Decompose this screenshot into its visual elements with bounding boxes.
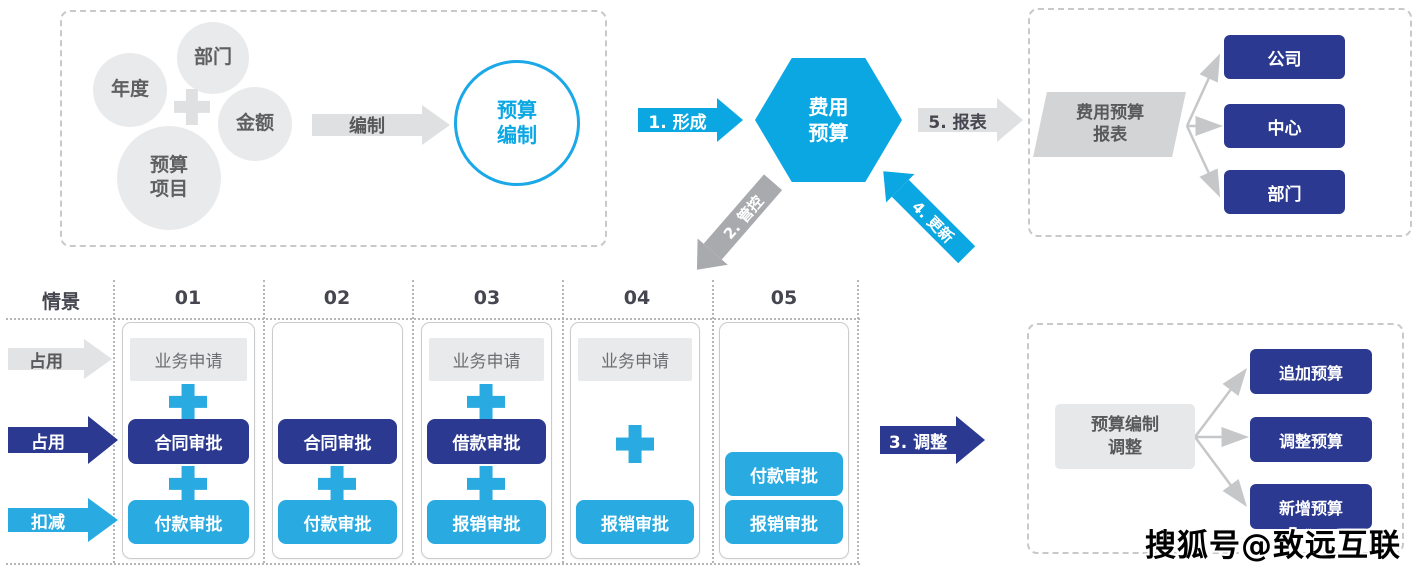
adjust-connector-lines: [1193, 368, 1249, 508]
scenario-card-03: 业务申请 借款审批 报销审批: [421, 322, 552, 559]
report-section-box: 费用预算 报表 公司 中心 部门: [1028, 8, 1412, 237]
report-connector-lines: [1185, 53, 1223, 198]
step-business-request: 业务申请: [578, 338, 692, 381]
step-payment-approval: 付款审批: [278, 500, 397, 544]
scenario-col-header-02: 02: [323, 287, 351, 309]
arrow-head: [422, 105, 450, 145]
row-arrow-label: 占用: [8, 348, 84, 372]
arrow-step1-label: 1. 形成: [638, 108, 717, 133]
arrow-step2-label: 2. 管控: [703, 174, 783, 260]
scenario-card-02: 合同审批 付款审批: [272, 322, 403, 559]
step-payment-approval: 付款审批: [725, 452, 843, 496]
arrow-head: [88, 416, 118, 464]
step-reimburse-approval: 报销审批: [576, 500, 694, 544]
adjust-section-box: 预算编制 调整 追加预算 调整预算 新增预算: [1027, 323, 1404, 554]
scenario-card-05: 付款审批 报销审批: [719, 322, 849, 559]
arrow-step3-label: 3. 调整: [880, 426, 956, 454]
adjust-target-append-budget: 追加预算: [1250, 349, 1372, 394]
arrow-step5-label: 5. 报表: [918, 108, 997, 133]
step-payment-approval: 付款审批: [128, 500, 249, 544]
adjust-source-box: 预算编制 调整: [1055, 404, 1195, 469]
compile-section-box: 年度 部门 金额 预算 项目 编制 预算 编制: [60, 10, 607, 247]
scenario-col-header-03: 03: [473, 287, 501, 309]
plus-icon: [174, 89, 210, 125]
plus-icon: [616, 425, 654, 463]
scenario-row-header: 情景: [41, 291, 80, 313]
step-reimburse-approval: 报销审批: [427, 500, 546, 544]
scenario-col-header-01: 01: [174, 287, 202, 309]
row-arrow-occupy-gray: 占用: [8, 339, 112, 379]
report-target-company: 公司: [1224, 35, 1345, 79]
row-arrow-label: 占用: [8, 427, 88, 453]
compile-arrow-label: 编制: [312, 114, 422, 137]
scenario-col-header-04: 04: [623, 287, 651, 309]
plus-icon: [169, 466, 207, 502]
budget-compile-circle: 预算 编制: [454, 60, 580, 186]
row-arrow-occupy-navy: 占用: [8, 416, 118, 464]
step-contract-approval: 合同审批: [278, 419, 397, 464]
arrow-step4-update: 4. 更新: [869, 157, 976, 264]
bubble-budget-item: 预算 项目: [117, 126, 221, 230]
report-target-center: 中心: [1224, 104, 1345, 148]
report-target-department: 部门: [1224, 170, 1345, 214]
arrow-step3-adjust: 3. 调整: [880, 416, 985, 464]
grid-divider: [712, 280, 714, 563]
compile-arrow: 编制: [312, 105, 450, 145]
arrow-step2-control: 2. 管控: [681, 174, 783, 283]
grid-divider: [6, 563, 860, 565]
scenario-card-04: 业务申请 报销审批: [570, 322, 700, 559]
step-loan-approval: 借款审批: [427, 419, 546, 464]
plus-icon: [467, 466, 505, 502]
adjust-target-new-budget: 新增预算: [1250, 484, 1372, 529]
watermark-text: 搜狐号@致远互联: [1145, 528, 1401, 564]
grid-divider: [857, 280, 859, 563]
report-source-label: 费用预算 报表: [1075, 103, 1144, 146]
step-business-request: 业务申请: [130, 338, 247, 381]
arrow-step5-report: 5. 报表: [918, 98, 1023, 142]
scenario-col-header-05: 05: [770, 287, 798, 309]
grid-divider: [562, 280, 564, 563]
arrow-head: [84, 339, 112, 379]
plus-icon: [169, 384, 207, 420]
plus-icon: [467, 384, 505, 420]
bubble-amount: 金额: [218, 87, 292, 161]
arrow-step4-label: 4. 更新: [891, 179, 976, 264]
row-arrow-deduct-blue: 扣减: [8, 498, 118, 542]
arrow-head: [997, 98, 1023, 142]
step-reimburse-approval: 报销审批: [725, 500, 843, 544]
scenario-card-01: 业务申请 合同审批 付款审批: [122, 322, 255, 559]
arrow-step1-form: 1. 形成: [638, 98, 743, 142]
bubble-year: 年度: [93, 53, 167, 127]
adjust-target-adjust-budget: 调整预算: [1250, 417, 1372, 462]
arrow-head: [956, 416, 985, 464]
arrow-head: [88, 498, 118, 542]
report-source-shape: 费用预算 报表: [1033, 92, 1186, 157]
grid-divider: [6, 318, 860, 320]
expense-budget-hexagon: 费用 预算: [755, 58, 902, 182]
step-business-request: 业务申请: [429, 338, 544, 381]
arrow-head: [717, 98, 743, 142]
grid-divider: [412, 280, 414, 563]
step-contract-approval: 合同审批: [128, 419, 249, 464]
row-arrow-label: 扣减: [8, 508, 88, 533]
bubble-department: 部门: [177, 22, 249, 94]
grid-divider: [263, 280, 265, 563]
plus-icon: [318, 466, 356, 502]
